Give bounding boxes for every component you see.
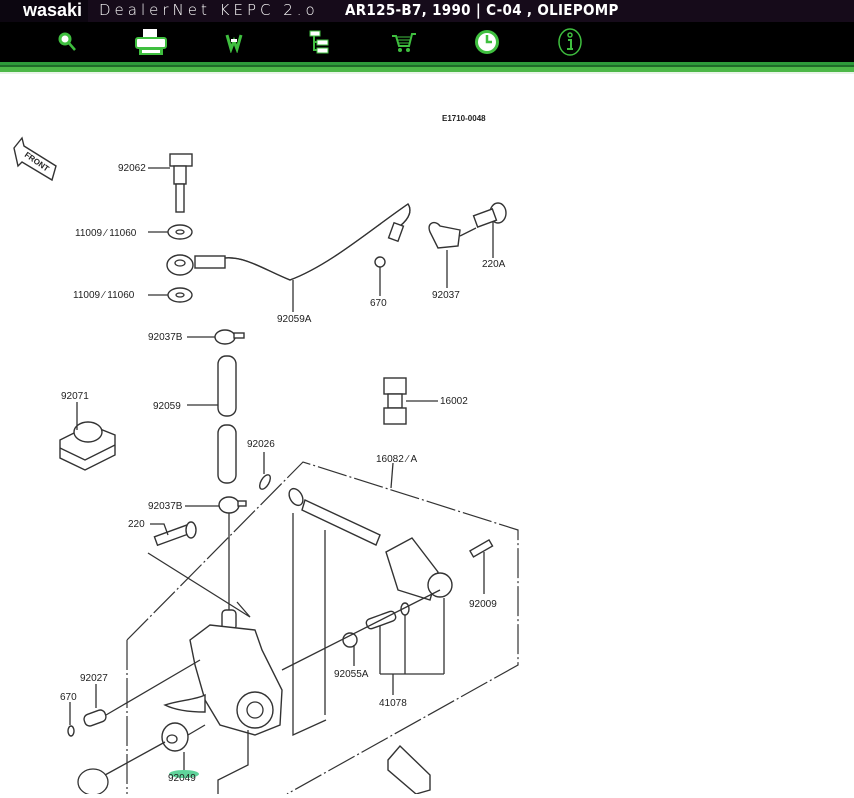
part-92027-pin[interactable]	[83, 709, 108, 728]
part-label[interactable]: 92037B	[148, 332, 183, 343]
part-bracket[interactable]	[387, 744, 431, 795]
part-92059-hose-lower[interactable]	[217, 424, 237, 484]
part-11009-upper[interactable]	[167, 224, 193, 240]
part-92009-screw[interactable]	[469, 538, 494, 558]
part-label[interactable]: 92059A	[277, 314, 312, 325]
part-label[interactable]: 92037	[432, 290, 460, 301]
exploded-view: E1710-0048 FRONT 92062 11009 ⁄ 11060 110…	[13, 114, 519, 796]
part-92037B-lower[interactable]	[218, 496, 247, 514]
back-icon	[0, 32, 2, 52]
selected-part-highlight	[169, 770, 199, 778]
part-label[interactable]: 41078	[379, 698, 407, 709]
diagram-code: E1710-0048	[442, 114, 486, 123]
front-arrow-icon: FRONT	[13, 136, 57, 182]
part-label[interactable]: 92027	[80, 673, 108, 684]
part-label[interactable]: 92055A	[334, 669, 369, 680]
part-92037-bracket[interactable]	[428, 221, 461, 249]
part-label[interactable]: 16002	[440, 396, 468, 407]
search-icon	[58, 32, 76, 51]
part-label[interactable]: 92062	[118, 163, 146, 174]
brand-text: wasaki	[22, 0, 82, 20]
part-label[interactable]: 670	[370, 298, 387, 309]
part-label[interactable]: 92071	[61, 391, 89, 402]
kawasaki-logo: wasaki	[0, 0, 88, 22]
parts-diagram: E1710-0048 FRONT 92062 11009 ⁄ 11060 110…	[0, 74, 854, 796]
info-button[interactable]	[553, 26, 587, 58]
models-button[interactable]	[217, 26, 251, 58]
part-92059-hose[interactable]	[217, 355, 237, 417]
part-label[interactable]: 92009	[469, 599, 497, 610]
assembly-outline	[126, 461, 519, 795]
part-92026-washer[interactable]	[258, 473, 273, 491]
title-bar: wasaki DealerNet KEPC 2.o AR125-B7, 1990…	[0, 0, 854, 22]
part-92055A-oring[interactable]	[342, 632, 358, 648]
part-92059A[interactable]	[166, 203, 411, 281]
history-button[interactable]	[470, 26, 504, 58]
info-icon	[558, 28, 582, 56]
part-92062[interactable]	[169, 153, 193, 213]
part-220-bolt[interactable]	[153, 521, 197, 547]
part-label[interactable]: 220A	[482, 259, 506, 270]
part-label-selected[interactable]: 92049	[168, 773, 196, 784]
part-label[interactable]: 92037B	[148, 501, 183, 512]
search-button[interactable]	[51, 26, 85, 58]
model-icon	[225, 34, 243, 53]
app-title: DealerNet KEPC 2.o	[99, 1, 319, 19]
cart-icon	[392, 33, 416, 52]
part-label[interactable]: 11009 ⁄ 11060	[73, 290, 135, 301]
print-button[interactable]	[133, 26, 167, 58]
part-92071-cap[interactable]	[59, 421, 116, 471]
part-label[interactable]: 16082 ⁄ A	[376, 454, 417, 465]
part-92037B-upper[interactable]	[214, 329, 245, 345]
part-oil-pump-body[interactable]	[163, 609, 283, 736]
part-oring-large[interactable]	[77, 768, 109, 796]
part-label[interactable]: 11009 ⁄ 11060	[75, 228, 137, 239]
part-collar[interactable]	[286, 486, 305, 508]
document-title: AR125-B7, 1990 | C-04 , OLIEPOMP	[345, 1, 619, 19]
back-button[interactable]	[0, 26, 14, 58]
tree-button[interactable]	[302, 26, 336, 58]
part-label[interactable]: 92026	[247, 439, 275, 450]
part-16002[interactable]	[383, 377, 407, 425]
printer-icon	[135, 29, 167, 55]
part-92049-seal[interactable]	[161, 722, 189, 752]
clock-icon	[475, 30, 499, 54]
part-label[interactable]: 92059	[153, 401, 181, 412]
part-label[interactable]: 670	[60, 692, 77, 703]
part-220A-bolt[interactable]	[472, 202, 507, 228]
tree-icon	[309, 30, 329, 54]
part-670-oring-lower[interactable]	[67, 725, 75, 737]
cart-button[interactable]	[386, 26, 420, 58]
part-shaft[interactable]	[301, 499, 381, 546]
part-label[interactable]: 220	[128, 519, 145, 530]
part-670-oring[interactable]	[374, 256, 386, 268]
toolbar	[0, 22, 854, 62]
header-divider	[0, 62, 854, 74]
part-11009-lower[interactable]	[167, 287, 193, 303]
